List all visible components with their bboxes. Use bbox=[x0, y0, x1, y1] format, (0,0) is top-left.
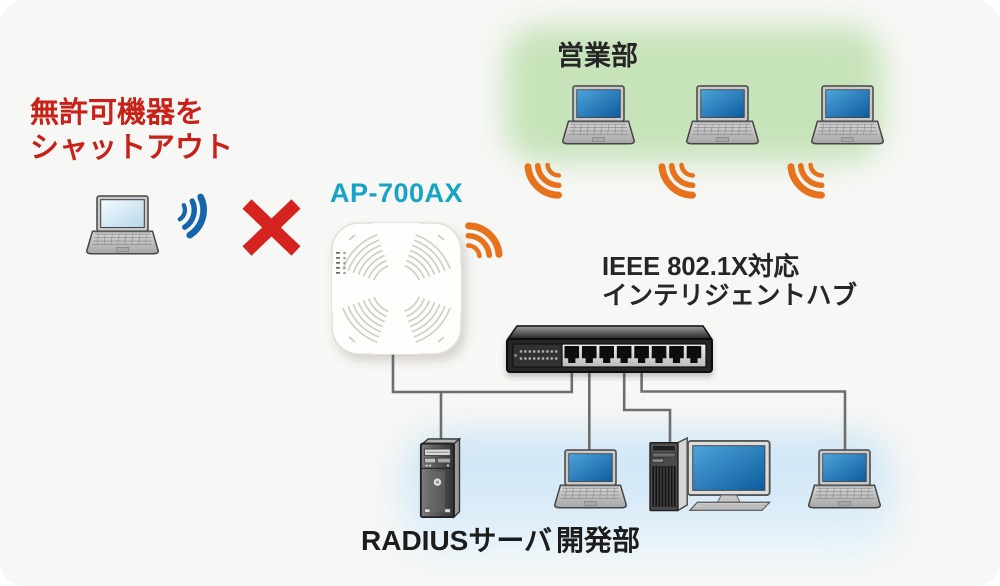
access-point-corner-marks bbox=[348, 234, 445, 343]
hub-caption-line-2: インテリジェントハブ bbox=[602, 282, 858, 310]
dev-desktop-monitor-icon bbox=[687, 440, 771, 512]
access-point-model-label: AP-700AX bbox=[330, 178, 464, 208]
cable-hub-to-dev-laptop-2 bbox=[640, 370, 847, 458]
hub-caption-line-1: IEEE 802.1X対応 bbox=[602, 253, 800, 281]
dev-laptop-icon bbox=[554, 449, 627, 509]
wifi-signal-icon-blocked bbox=[176, 193, 208, 237]
cable-hub-to-dev-desktop bbox=[622, 370, 672, 448]
wifi-signal-icon-sales-2 bbox=[657, 156, 703, 201]
cable-ap-to-hub bbox=[391, 350, 574, 394]
dev-group-label: 開発部 bbox=[556, 525, 641, 556]
hub-ports bbox=[564, 346, 702, 363]
blocked-note-line-2: シャットアウト bbox=[30, 132, 234, 164]
radius-server-label: RADIUSサーバ bbox=[361, 525, 553, 556]
dev-desktop-tower-icon bbox=[649, 437, 689, 512]
hub-caption: IEEE 802.1X対応 インテリジェントハブ bbox=[602, 253, 857, 311]
blocked-note-line-1: 無許可機器を bbox=[30, 97, 205, 129]
blocked-note: 無許可機器を シャットアウト bbox=[30, 96, 233, 166]
network-cables bbox=[391, 350, 847, 458]
switch-hub-icon bbox=[506, 325, 714, 373]
blocked-laptop-icon bbox=[86, 195, 159, 255]
radius-server-icon bbox=[419, 438, 461, 519]
sales-laptop-3 bbox=[811, 85, 884, 145]
sales-laptop-2 bbox=[686, 85, 759, 145]
access-point-leds bbox=[336, 251, 346, 275]
wifi-signal-icon-ap bbox=[459, 220, 505, 265]
hub-led-indicators bbox=[514, 350, 558, 360]
access-point-icon bbox=[331, 222, 462, 355]
x-mark-icon bbox=[242, 199, 301, 256]
dev-laptop-2-icon bbox=[808, 449, 881, 509]
sales-laptop-1 bbox=[562, 85, 635, 145]
sales-group-label: 営業部 bbox=[557, 41, 638, 71]
wifi-signal-icon-sales-1 bbox=[523, 156, 569, 201]
wifi-signal-icon-sales-3 bbox=[786, 156, 832, 201]
